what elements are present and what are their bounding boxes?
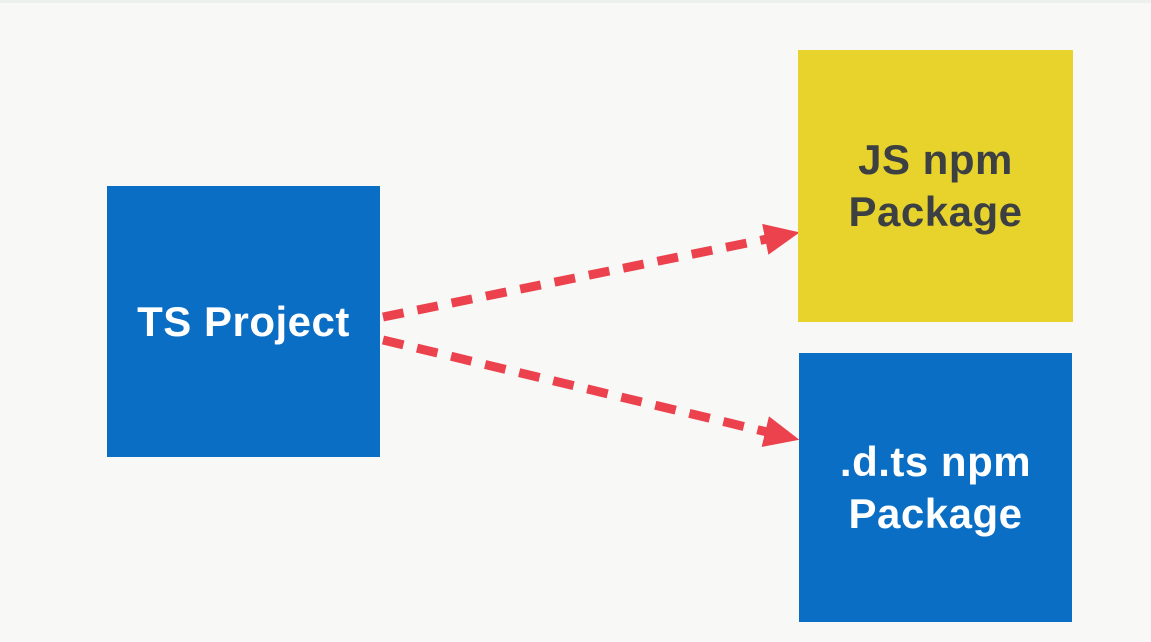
edge-ts-project-to-js-npm-package [382, 223, 800, 322]
edge-ts-project-to-dts-npm-package [381, 335, 800, 447]
node-js-npm-package-label: JS npm Package [848, 136, 1023, 235]
node-ts-project: TS Project [107, 186, 380, 457]
node-dts-npm-package: .d.ts npm Package [799, 353, 1072, 622]
node-js-npm-package: JS npm Package [798, 50, 1073, 322]
node-dts-npm-package-label: .d.ts npm Package [839, 437, 1032, 537]
top-edge-line [0, 0, 1151, 3]
node-ts-project-label: TS Project [137, 297, 350, 345]
